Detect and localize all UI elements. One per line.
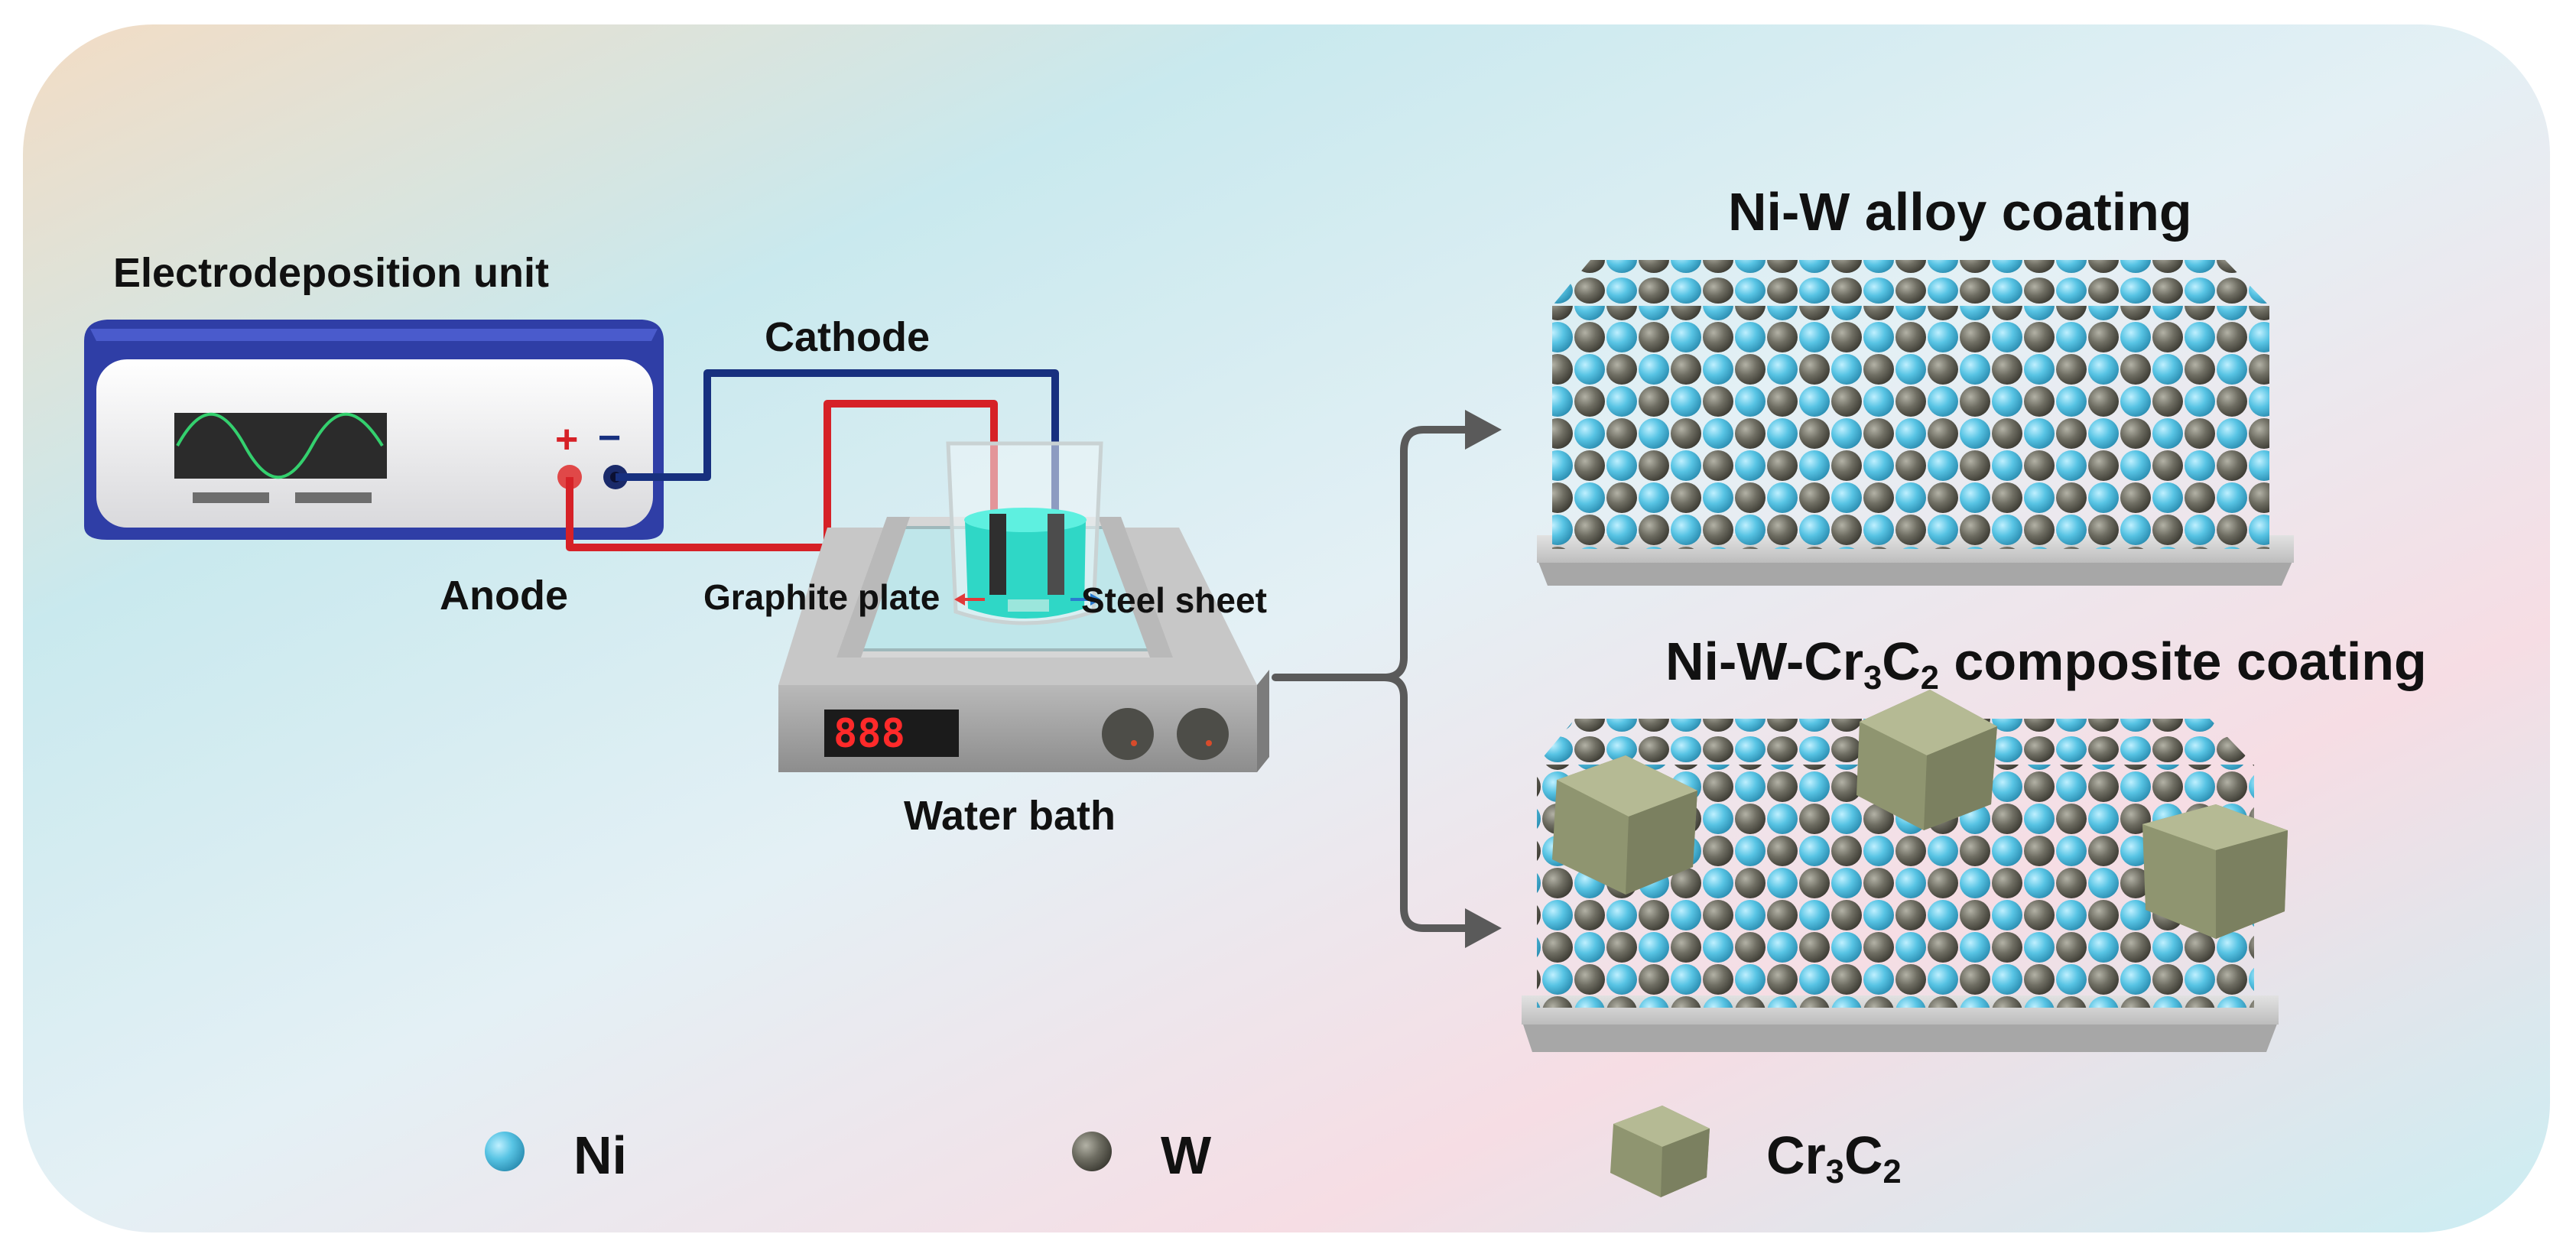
cathode-label: Cathode: [765, 314, 930, 360]
composite-title-sub2: 2: [1920, 660, 1939, 697]
steel-sheet-label: Steel sheet: [1081, 580, 1267, 620]
carbide-particle-left: [1552, 755, 1697, 895]
temperature-display: [824, 710, 959, 757]
legend-cr-sub2: 2: [1882, 1154, 1902, 1191]
steel-electrode: [1048, 514, 1064, 595]
composite-title-mid: C: [1882, 632, 1921, 691]
knob-left: [1102, 708, 1154, 760]
composite-title-sub1: 3: [1863, 660, 1882, 697]
sine-wave: [176, 412, 384, 479]
water-bath-label: Water bath: [904, 793, 1116, 839]
oscilloscope-screen: [174, 413, 387, 479]
carbide-particle-right: [2142, 804, 2288, 939]
graphite-electrode: [989, 514, 1006, 595]
olive-cube-icon: [1610, 1106, 1710, 1197]
electrodeposition-unit: + −: [84, 320, 664, 540]
display-digits: 888: [833, 711, 905, 757]
niw-top-face: [1552, 260, 2269, 306]
legend-cr3c2-label: Cr3C2: [1766, 1125, 1902, 1189]
beaker: [946, 441, 1103, 625]
legend-w-label: W: [1161, 1125, 1212, 1185]
grey-sphere-icon: [1072, 1132, 1112, 1171]
electrodeposition-unit-label: Electrodeposition unit: [113, 250, 550, 296]
anode-wire: [566, 400, 998, 566]
plus-sign: +: [555, 417, 578, 462]
composite-coating-block: [1522, 690, 2288, 1052]
graphite-plate-label: Graphite plate: [703, 577, 940, 617]
flow-arrow-icon: [1272, 426, 1480, 932]
composite-coating-title: Ni-W-Cr3C2 composite coating: [1665, 632, 2427, 695]
blue-sphere-icon: [485, 1132, 525, 1171]
minus-sign: −: [598, 416, 621, 460]
niw-coating-block: [1537, 260, 2294, 586]
knob-right: [1177, 708, 1229, 760]
composite-title-suffix: composite coating: [1938, 632, 2427, 691]
niw-coating-title: Ni-W alloy coating: [1728, 182, 2192, 242]
anode-label: Anode: [440, 573, 568, 619]
cathode-wire: [616, 369, 1059, 566]
legend-cr-sub1: 3: [1825, 1154, 1844, 1191]
legend-cr-prefix: Cr: [1766, 1125, 1826, 1185]
legend-cr-mid: C: [1843, 1125, 1883, 1185]
composite-title-prefix: Ni-W-Cr: [1665, 632, 1864, 691]
legend-ni-label: Ni: [573, 1125, 627, 1185]
carbide-particle-middle: [1856, 690, 1997, 830]
legend: [485, 1106, 1710, 1197]
niw-front-face: [1552, 306, 2269, 549]
